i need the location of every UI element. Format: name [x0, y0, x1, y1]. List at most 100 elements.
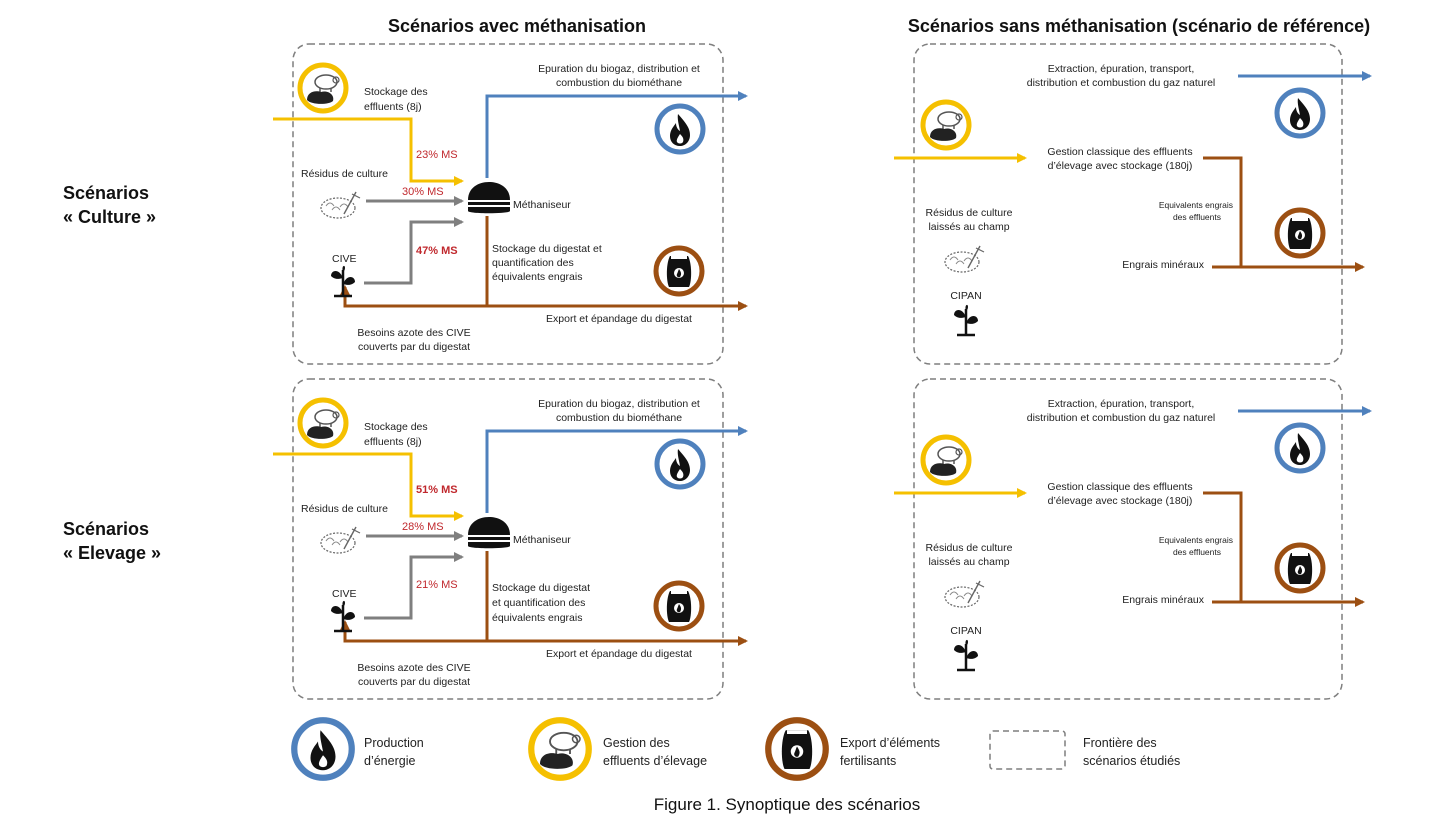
row-label-culture-1: Scénarios [63, 183, 149, 203]
pig-manure-icon [300, 65, 346, 111]
panel-with-culture: Stockage des effluents (8j) Résidus de c… [273, 43, 748, 365]
storage-label-2: effluents (8j) [364, 436, 422, 448]
legend-energy-1: Production [364, 736, 424, 750]
pct-cive: 47% MS [416, 245, 458, 257]
plant-icon [329, 599, 357, 633]
energy-label-2: combustion du biométhane [556, 77, 682, 89]
equivalents-flow [1203, 491, 1243, 602]
cive-nitrogen-flow [340, 620, 487, 643]
hay-bale-icon [944, 245, 985, 273]
cive-label: CIVE [332, 253, 357, 265]
digestate-label-2: quantification des [492, 257, 574, 269]
energy-label-2: combustion du biométhane [556, 412, 682, 424]
legend-export-2: fertilisants [840, 754, 896, 768]
energy-label-1: Epuration du biogaz, distribution et [538, 63, 700, 75]
pig-manure-icon [923, 102, 969, 148]
residues-label-1: Résidus de culture [926, 207, 1013, 219]
hay-bale-icon [320, 191, 361, 219]
mineral-label: Engrais minéraux [1122, 259, 1204, 271]
digestate-label-1: Stockage du digestat et [492, 243, 602, 255]
legend-effluents-1: Gestion des [603, 736, 670, 750]
equivalents-label-1: Equivalents engrais [1159, 200, 1233, 210]
scenario-boundary [292, 378, 724, 700]
cive-flow [364, 552, 464, 620]
digestate-label-3: équivalents engrais [492, 612, 582, 624]
residues-label-2: laissés au champ [928, 556, 1009, 568]
residues-label-2: laissés au champ [928, 221, 1009, 233]
energy-label-1: Epuration du biogaz, distribution et [538, 398, 700, 410]
gas-label-2: distribution et combustion du gaz nature… [1027, 77, 1216, 89]
residues-label: Résidus de culture [301, 503, 388, 515]
storage-label-1: Stockage des [364, 421, 428, 433]
management-label-2: d’élevage avec stockage (180j) [1048, 160, 1193, 172]
legend-boundary-2: scénarios étudiés [1083, 754, 1180, 768]
flame-icon [1277, 425, 1323, 471]
pct-effluents: 51% MS [416, 484, 458, 496]
row-label-elevage-1: Scénarios [63, 519, 149, 539]
panel-with-elevage: Stockage des effluents (8j) Résidus de c… [273, 378, 748, 700]
needs-label-2: couverts par du digestat [358, 341, 470, 353]
mineral-label: Engrais minéraux [1122, 594, 1204, 606]
legend: Production d’énergie Gestion des effluen… [294, 720, 1180, 778]
digestate-label-2: et quantification des [492, 597, 585, 609]
management-label-2: d’élevage avec stockage (180j) [1048, 495, 1193, 507]
gas-label-1: Extraction, épuration, transport, [1048, 398, 1195, 410]
energy-flow [485, 426, 748, 513]
legend-energy-2: d’énergie [364, 754, 415, 768]
residues-label-1: Résidus de culture [926, 542, 1013, 554]
pig-manure-icon [531, 720, 589, 778]
effluent-flow [273, 452, 464, 521]
digester-icon [468, 182, 510, 214]
equivalents-label-1: Equivalents engrais [1159, 535, 1233, 545]
digester-label: Méthaniseur [513, 199, 571, 211]
scenario-boundary [913, 43, 1343, 365]
figure-caption: Figure 1. Synoptique des scénarios [654, 795, 921, 814]
residues-label: Résidus de culture [301, 168, 388, 180]
equivalents-flow [1203, 156, 1243, 267]
gas-label-2: distribution et combustion du gaz nature… [1027, 412, 1216, 424]
pct-residues: 28% MS [402, 521, 444, 533]
cive-label: CIVE [332, 588, 357, 600]
row-label-culture-2: « Culture » [63, 207, 156, 227]
header-without-methanisation: Scénarios sans méthanisation (scénario d… [908, 16, 1370, 36]
plant-icon [952, 638, 980, 672]
export-label: Export et épandage du digestat [546, 313, 692, 325]
management-label-1: Gestion classique des effluents [1047, 481, 1192, 493]
cipan-label: CIPAN [950, 625, 981, 637]
energy-flow [485, 91, 748, 178]
fertilizer-bag-icon [656, 248, 702, 294]
pct-cive: 21% MS [416, 579, 458, 591]
flame-icon [657, 441, 703, 487]
plant-icon [952, 303, 980, 337]
storage-label-2: effluents (8j) [364, 101, 422, 113]
fertilizer-bag-icon [768, 720, 826, 778]
needs-label-2: couverts par du digestat [358, 676, 470, 688]
flame-icon [657, 106, 703, 152]
legend-boundary-1: Frontière des [1083, 736, 1157, 750]
pig-manure-icon [923, 437, 969, 483]
digestate-export-flow [485, 551, 748, 646]
digestate-label-1: Stockage du digestat [492, 582, 590, 594]
export-label: Export et épandage du digestat [546, 648, 692, 660]
hay-bale-icon [944, 580, 985, 608]
gas-label-1: Extraction, épuration, transport, [1048, 63, 1195, 75]
cive-flow [364, 217, 464, 285]
needs-label-1: Besoins azote des CIVE [357, 662, 470, 674]
cive-nitrogen-flow [340, 285, 487, 308]
plant-icon [329, 264, 357, 298]
hay-bale-icon [320, 526, 361, 554]
flame-icon [294, 720, 352, 778]
scenario-boundary [913, 378, 1343, 700]
equivalents-label-2: des effluents [1173, 212, 1221, 222]
legend-export-1: Export d’éléments [840, 736, 940, 750]
panel-reference-culture: Extraction, épuration, transport, distri… [894, 43, 1372, 365]
equivalents-label-2: des effluents [1173, 547, 1221, 557]
fertilizer-bag-icon [1277, 210, 1323, 256]
pct-residues: 30% MS [402, 186, 444, 198]
effluent-flow [273, 117, 464, 186]
management-label-1: Gestion classique des effluents [1047, 146, 1192, 158]
flame-icon [1277, 90, 1323, 136]
pig-manure-icon [300, 400, 346, 446]
row-label-elevage-2: « Elevage » [63, 543, 161, 563]
